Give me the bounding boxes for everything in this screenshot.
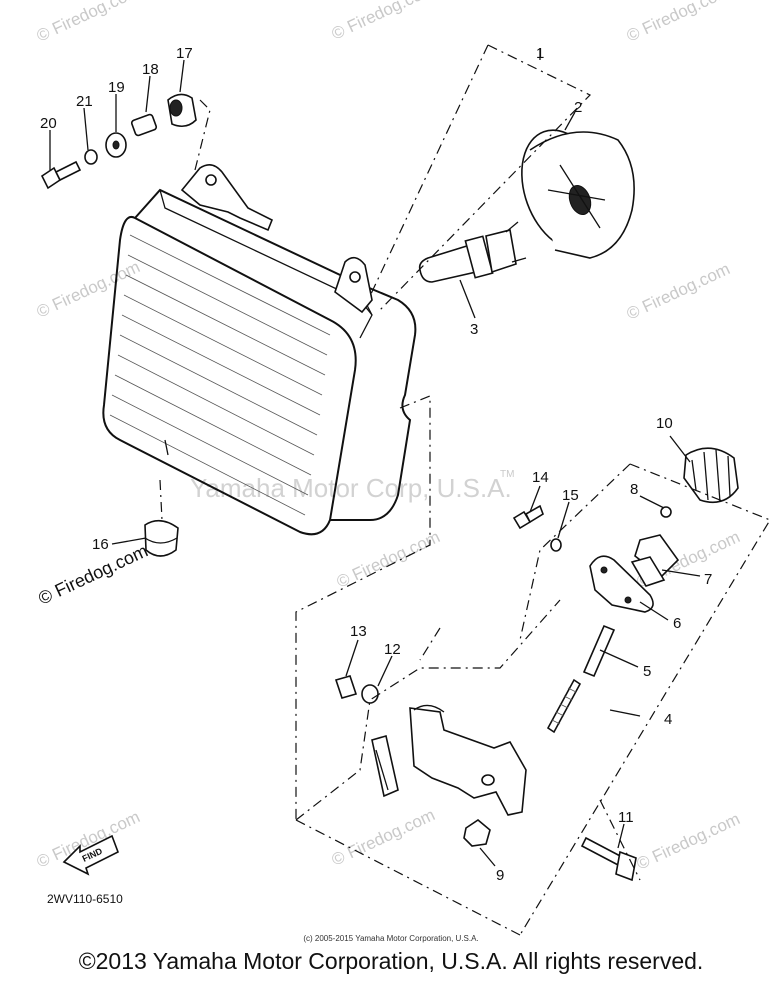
collar-12 <box>361 684 379 704</box>
callout-21: 21 <box>76 93 93 110</box>
nut-9 <box>463 819 491 847</box>
mount-hardware-set <box>40 93 211 190</box>
screw-14-set <box>512 504 562 552</box>
callout-6: 6 <box>673 615 681 632</box>
callout-labels: 1 2 3 4 5 6 7 8 9 10 11 12 13 14 15 16 1… <box>40 45 712 884</box>
leader-lines <box>49 48 701 867</box>
screw-8 <box>660 506 672 518</box>
pad <box>371 734 399 798</box>
adjuster-upper-parts <box>589 447 739 613</box>
lock-washer-21 <box>84 149 98 165</box>
bulb-cover <box>521 129 635 259</box>
mounting-bracket-4 <box>409 704 527 816</box>
small-copyright: (c) 2005-2015 Yamaha Motor Corporation, … <box>303 934 479 943</box>
watermark-firedog: © Firedog.com <box>624 259 733 323</box>
adjuster-screw-5 <box>546 624 616 734</box>
callout-10: 10 <box>656 415 673 432</box>
diagram-code: 2WV110-6510 <box>47 892 123 906</box>
washer-15 <box>550 538 562 552</box>
watermark-firedog: © Firedog.com <box>624 0 733 46</box>
callout-20: 20 <box>40 115 57 132</box>
collar-18 <box>130 113 158 137</box>
watermark-firedog: © Firedog.com <box>329 0 438 44</box>
assembly-outlines <box>159 44 771 936</box>
callout-12: 12 <box>384 641 401 658</box>
callout-13: 13 <box>350 623 367 640</box>
watermark-firedog: © Firedog.com <box>634 809 743 873</box>
callout-2: 2 <box>574 99 582 116</box>
callout-14: 14 <box>532 469 549 486</box>
callout-19: 19 <box>108 79 125 96</box>
knob-10 <box>683 447 739 504</box>
callout-7: 7 <box>704 571 712 588</box>
clip-13 <box>334 675 358 699</box>
callout-5: 5 <box>643 663 651 680</box>
callout-18: 18 <box>142 61 159 78</box>
callout-11: 11 <box>618 809 634 826</box>
bolt-20-shank <box>54 160 82 182</box>
watermark-tm: TM <box>500 469 514 480</box>
callout-17: 17 <box>176 45 193 62</box>
watermark-firedog: © Firedog.com <box>34 257 143 321</box>
watermark-firedog: © Firedog.com <box>334 527 443 591</box>
headlight-unit <box>102 164 417 536</box>
watermark-firedog: © Firedog.com <box>34 0 143 46</box>
bracket-7b <box>630 556 666 587</box>
callout-4: 4 <box>664 711 672 728</box>
callout-9: 9 <box>496 867 504 884</box>
callout-3: 3 <box>470 321 478 338</box>
callout-8: 8 <box>630 481 638 498</box>
grommet-16 <box>144 519 179 557</box>
callout-1: 1 <box>536 45 544 62</box>
copyright-footer: ©2013 Yamaha Motor Corporation, U.S.A. A… <box>78 948 704 974</box>
watermark-yamaha: Yamaha Motor Corp, U.S.A. <box>190 473 512 503</box>
find-arrow-icon: FIND <box>62 834 120 876</box>
headlight-bulb <box>418 221 527 283</box>
watermark-firedog: © Firedog.com <box>329 805 438 869</box>
callout-15: 15 <box>562 487 579 504</box>
callout-16: 16 <box>92 536 109 553</box>
